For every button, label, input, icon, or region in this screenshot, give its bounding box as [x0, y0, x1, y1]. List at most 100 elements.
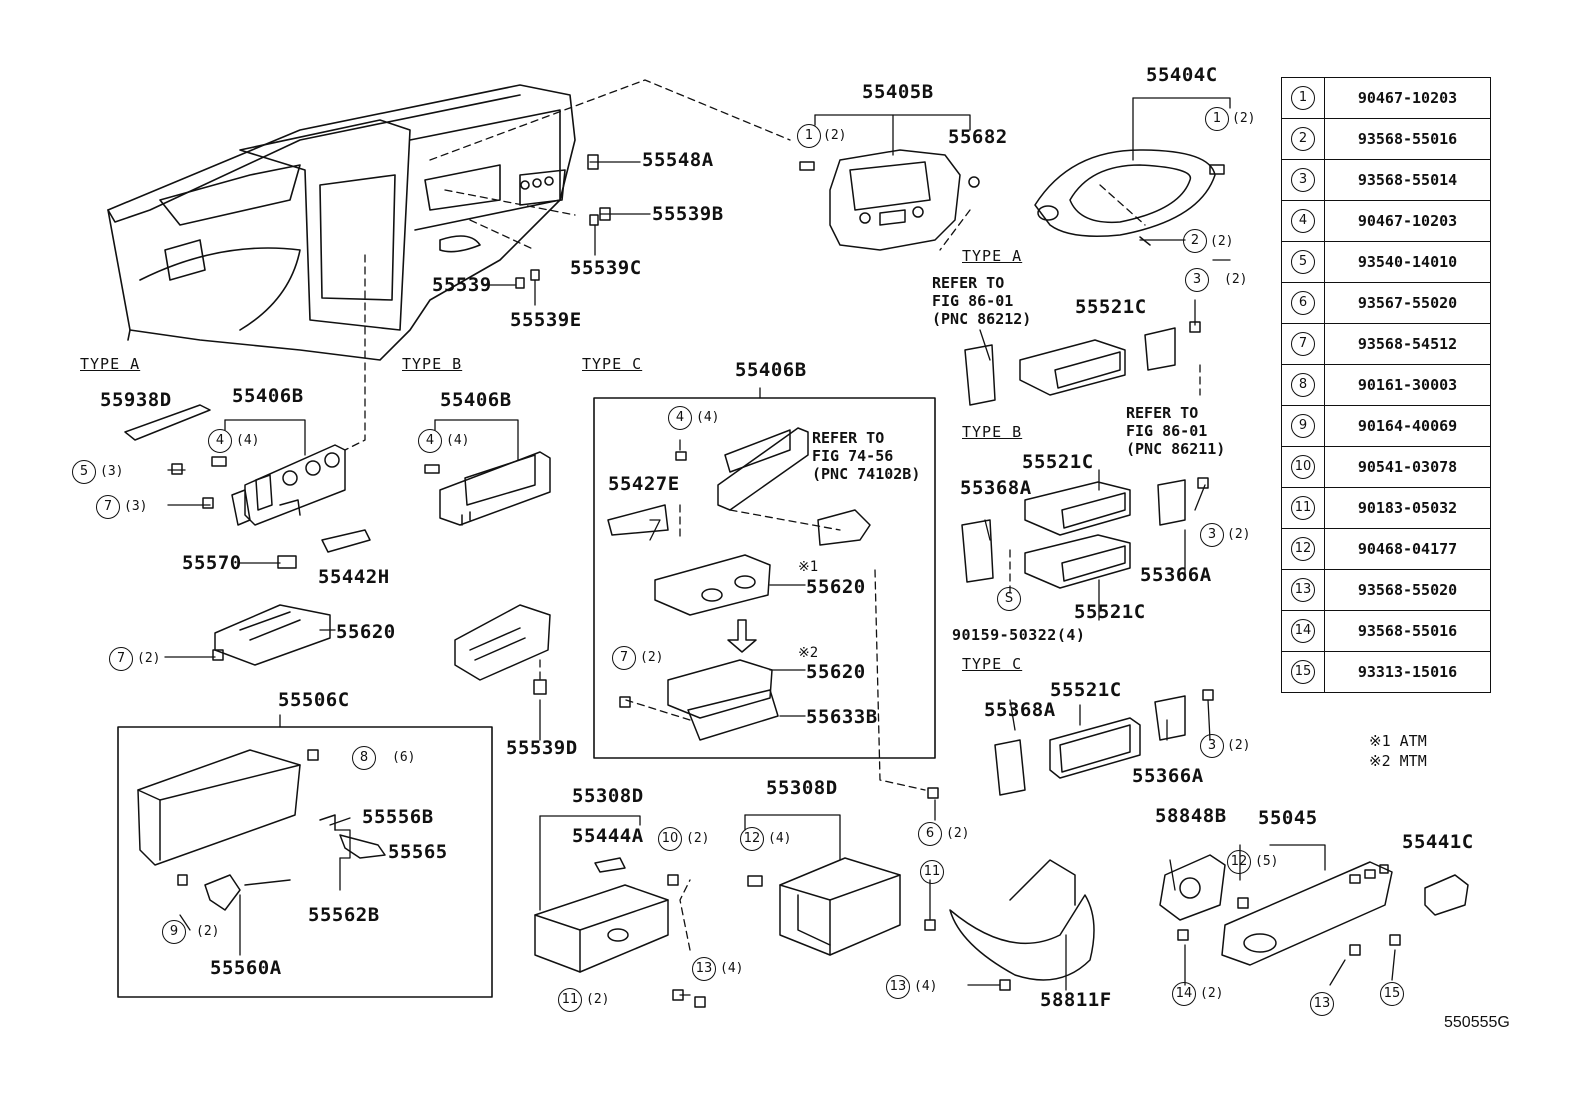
part-55308D-left: 55308D: [572, 785, 644, 807]
callout-8: 8: [352, 746, 376, 770]
part-55045: 55045: [1258, 807, 1318, 829]
qty-label: (2): [1224, 272, 1248, 287]
fastener-number: 5: [1291, 250, 1315, 274]
fastener-part-number: 90468-04177: [1324, 528, 1491, 570]
qty-label: (2): [1227, 527, 1251, 542]
qty-label: (2): [1200, 986, 1224, 1001]
fastener-number-cell: 4: [1281, 200, 1325, 242]
fastener-part-number: 90541-03078: [1324, 446, 1491, 488]
part-55539E: 55539E: [510, 309, 582, 331]
fastener-number-cell: 3: [1281, 159, 1325, 201]
fastener-number-cell: 14: [1281, 610, 1325, 652]
fastener-number-cell: 13: [1281, 569, 1325, 611]
fastener-part-number: 93567-55020: [1324, 282, 1491, 324]
fastener-number-cell: 9: [1281, 405, 1325, 447]
type-a-glovebox-frame: [117, 726, 493, 998]
fastener-number: 7: [1291, 332, 1315, 356]
part-55441C: 55441C: [1402, 831, 1474, 853]
type-b-label-left: TYPE B: [402, 355, 463, 373]
note-mark-2: ※2: [798, 645, 819, 661]
callout-13: 13: [1310, 992, 1334, 1016]
fastener-part-number: 93568-55016: [1324, 118, 1491, 160]
qty-label: (2): [946, 826, 970, 841]
part-55521C-type-b-lower: 55521C: [1074, 601, 1146, 623]
part-55682: 55682: [948, 126, 1008, 148]
callout-4: 4: [418, 429, 442, 453]
fastener-number-cell: 11: [1281, 487, 1325, 529]
fastener-number: 15: [1291, 660, 1315, 684]
callout-4: 4: [208, 429, 232, 453]
callout-4: 4: [668, 406, 692, 430]
refer-note-86211: REFER TO FIG 86-01 (PNC 86211): [1126, 404, 1226, 458]
part-55406B-type-a: 55406B: [232, 385, 304, 407]
part-55620-atm: 55620: [806, 576, 866, 598]
part-55521C-type-b-upper: 55521C: [1022, 451, 1094, 473]
type-c-label-right: TYPE C: [962, 655, 1023, 673]
fastener-number: 6: [1291, 291, 1315, 315]
qty-label: (2): [1210, 234, 1234, 249]
callout-7: 7: [109, 647, 133, 671]
part-55368A-type-b: 55368A: [960, 477, 1032, 499]
part-55539B: 55539B: [652, 203, 724, 225]
part-55548A: 55548A: [642, 149, 714, 171]
qty-label: (4): [236, 433, 260, 448]
part-55562B: 55562B: [308, 904, 380, 926]
qty-label: (4): [696, 410, 720, 425]
fastener-row: 15 93313-15016: [1281, 651, 1491, 693]
callout-7: 7: [96, 495, 120, 519]
part-55366A-type-c: 55366A: [1132, 765, 1204, 787]
qty-label: (2): [1227, 738, 1251, 753]
fastener-number-cell: 12: [1281, 528, 1325, 570]
qty-label: (2): [823, 128, 847, 143]
qty-label: (5): [1255, 854, 1279, 869]
refer-note-74102B: REFER TO FIG 74-56 (PNC 74102B): [812, 429, 921, 483]
part-58848B: 58848B: [1155, 805, 1227, 827]
part-90159-50322: 90159-50322(4): [952, 626, 1086, 644]
part-55556B: 55556B: [362, 806, 434, 828]
callout-leaders: [164, 97, 1396, 996]
callout-2: 2: [1183, 229, 1207, 253]
fastener-number-cell: 1: [1281, 77, 1325, 119]
note-mtm: ※2 MTM: [1369, 752, 1427, 770]
qty-label: (2): [137, 651, 161, 666]
callout-12: 12: [1227, 850, 1251, 874]
part-55405B: 55405B: [862, 81, 934, 103]
callout-6: 6: [918, 822, 942, 846]
fastener-part-number: 93540-14010: [1324, 241, 1491, 283]
part-55539D: 55539D: [506, 737, 578, 759]
part-55560A: 55560A: [210, 957, 282, 979]
callout-5: 5: [72, 460, 96, 484]
callout-13: 13: [692, 957, 716, 981]
qty-label: (3): [124, 499, 148, 514]
part-55444A: 55444A: [572, 825, 644, 847]
diagram-code: 550555G: [1444, 1014, 1510, 1031]
type-a-label-right: TYPE A: [962, 247, 1023, 265]
part-55521C-type-a: 55521C: [1075, 296, 1147, 318]
callout-9: 9: [162, 920, 186, 944]
fastener-part-number: 93568-55014: [1324, 159, 1491, 201]
callout-15: 15: [1380, 982, 1404, 1006]
part-55506C: 55506C: [278, 689, 350, 711]
qty-label: (3): [100, 464, 124, 479]
fastener-number-cell: 15: [1281, 651, 1325, 693]
callout-7: 7: [612, 646, 636, 670]
fastener-row: 5 93540-14010: [1281, 241, 1491, 283]
fastener-number: 2: [1291, 127, 1315, 151]
qty-label: (2): [640, 650, 664, 665]
callout-13: 13: [886, 975, 910, 999]
fastener-part-number: 93313-15016: [1324, 651, 1491, 693]
leader-lines: [344, 79, 1201, 951]
fastener-number: 4: [1291, 209, 1315, 233]
fastener-number-cell: 8: [1281, 364, 1325, 406]
fastener-number: 14: [1291, 619, 1315, 643]
qty-label: (2): [196, 924, 220, 939]
